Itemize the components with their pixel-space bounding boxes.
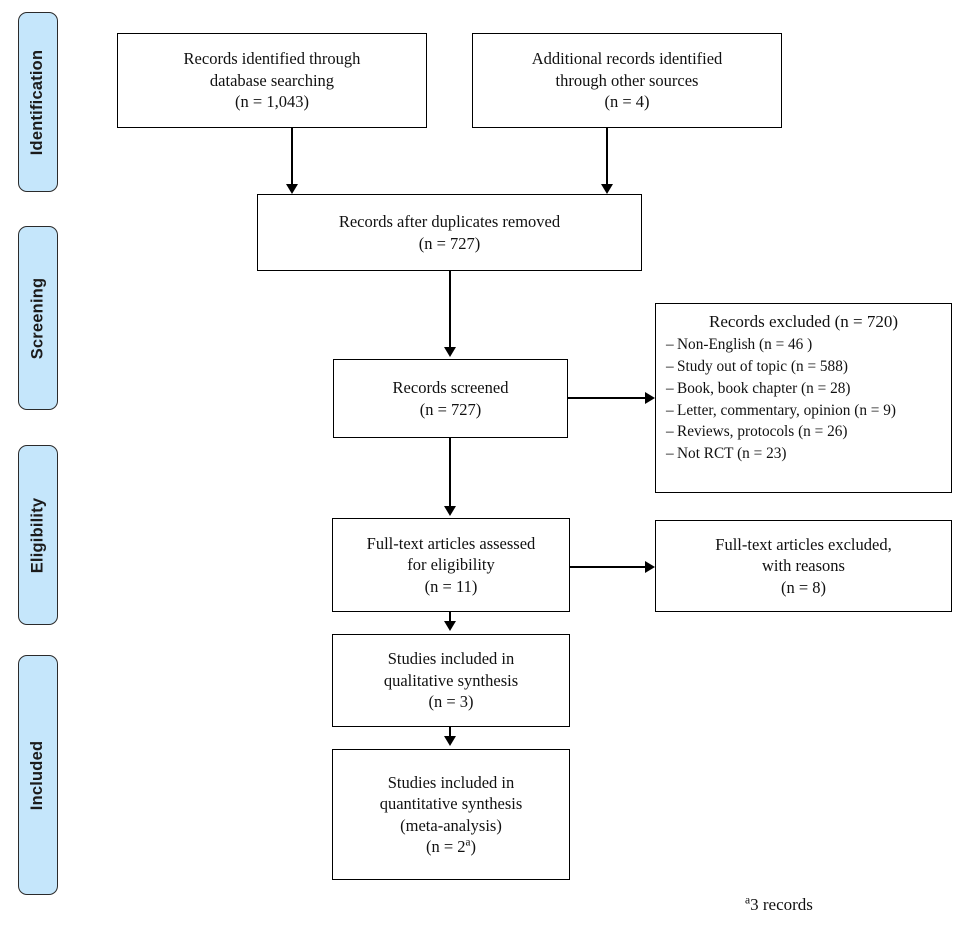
list-item: –Study out of topic (n = 588)	[666, 356, 941, 378]
arrowhead-database-to-duplicates	[286, 184, 298, 194]
connector-qualitative-to-quantitative	[449, 727, 451, 739]
list-item: –Book, book chapter (n = 28)	[666, 378, 941, 400]
reason-text: Not RCT (n = 23)	[677, 444, 787, 462]
box-quantitative-line1: Studies included in	[387, 772, 515, 792]
connector-database-to-duplicates	[291, 128, 293, 186]
box-other-sources-line1: Additional records identified	[531, 49, 723, 69]
box-records-excluded: Records excluded (n = 720) –Non-English …	[655, 303, 952, 493]
box-studies-qualitative-synthesis: Studies included in qualitative synthesi…	[332, 634, 570, 727]
box-fulltext-articles-excluded: Full-text articles excluded, with reason…	[655, 520, 952, 612]
dash-bullet-icon: –	[666, 444, 674, 462]
connector-duplicates-to-screened	[449, 271, 451, 349]
list-item: –Not RCT (n = 23)	[666, 443, 941, 465]
arrowhead-duplicates-to-screened	[444, 347, 456, 357]
connector-other-sources-to-duplicates	[606, 128, 608, 186]
box-records-identified-database: Records identified through database sear…	[117, 33, 427, 128]
reason-text: Study out of topic (n = 588)	[677, 358, 848, 376]
arrowhead-fulltext-to-qualitative	[444, 621, 456, 631]
stage-box-eligibility: Eligibility	[18, 445, 58, 625]
connector-screened-to-fulltext	[449, 438, 451, 508]
stage-label-identification: Identification	[28, 49, 47, 155]
stage-box-screening: Screening	[18, 226, 58, 410]
box-records-after-duplicates-removed: Records after duplicates removed (n = 72…	[257, 194, 642, 271]
count-prefix: (n = 2	[425, 836, 466, 856]
stage-box-identification: Identification	[18, 12, 58, 192]
box-other-sources-count: (n = 4)	[604, 92, 650, 112]
list-item: –Letter, commentary, opinion (n = 9)	[666, 400, 941, 422]
dash-bullet-icon: –	[666, 336, 674, 354]
box-fulltext-excluded-count: (n = 8)	[780, 577, 827, 597]
dash-bullet-icon: –	[666, 379, 674, 397]
records-excluded-reason-list: –Non-English (n = 46 ) –Study out of top…	[666, 334, 941, 464]
arrowhead-screened-to-excluded	[645, 392, 655, 404]
connector-screened-to-excluded	[568, 397, 648, 399]
box-other-sources-line2: through other sources	[555, 70, 699, 90]
dash-bullet-icon: –	[666, 358, 674, 376]
count-suffix: )	[470, 836, 477, 856]
box-qualitative-line1: Studies included in	[387, 649, 515, 669]
box-screened-count: (n = 727)	[419, 399, 482, 419]
stage-label-screening: Screening	[28, 277, 47, 359]
box-quantitative-line2: quantitative synthesis	[379, 794, 523, 814]
arrowhead-fulltext-to-excluded	[645, 561, 655, 573]
footnote: a3 records	[745, 893, 813, 915]
box-fulltext-excluded-line1: Full-text articles excluded,	[715, 534, 892, 554]
reason-text: Reviews, protocols (n = 26)	[677, 423, 848, 441]
box-additional-records-other-sources: Additional records identified through ot…	[472, 33, 782, 128]
box-fulltext-assessed-line2: for eligibility	[407, 555, 495, 575]
box-qualitative-count: (n = 3)	[428, 692, 474, 712]
box-quantitative-count: (n = 2a)	[380, 836, 523, 857]
dash-bullet-icon: –	[666, 423, 674, 441]
box-fulltext-excluded-line2: with reasons	[762, 556, 845, 576]
box-duplicates-line1: Records after duplicates removed	[338, 212, 561, 232]
records-excluded-title: Records excluded (n = 720)	[709, 312, 898, 331]
box-screened-line1: Records screened	[392, 378, 509, 398]
box-fulltext-assessed-line1: Full-text articles assessed	[366, 533, 536, 553]
footnote-marker: a	[465, 836, 471, 849]
stage-label-eligibility: Eligibility	[28, 497, 47, 573]
footnote-text: 3 records	[750, 895, 813, 914]
box-quantitative-line3: (meta-analysis)	[400, 815, 502, 835]
box-qualitative-line2: qualitative synthesis	[383, 670, 519, 690]
list-item: –Reviews, protocols (n = 26)	[666, 421, 941, 443]
reason-text: Letter, commentary, opinion (n = 9)	[677, 401, 896, 419]
footnote-marker-a: a	[745, 893, 751, 907]
connector-fulltext-to-qualitative	[449, 612, 451, 624]
stage-box-included: Included	[18, 655, 58, 895]
box-fulltext-assessed-count: (n = 11)	[424, 576, 478, 596]
stage-label-included: Included	[28, 740, 47, 810]
box-fulltext-articles-assessed: Full-text articles assessed for eligibil…	[332, 518, 570, 612]
box-database-search-count: (n = 1,043)	[235, 92, 309, 112]
box-studies-quantitative-synthesis: Studies included in quantitative synthes…	[332, 749, 570, 880]
arrowhead-qualitative-to-quantitative	[444, 736, 456, 746]
connector-fulltext-to-excluded	[570, 566, 648, 568]
dash-bullet-icon: –	[666, 401, 674, 419]
arrowhead-screened-to-fulltext	[444, 506, 456, 516]
arrowhead-other-sources-to-duplicates	[601, 184, 613, 194]
list-item: –Non-English (n = 46 )	[666, 334, 941, 356]
box-database-search-line1: Records identified through	[183, 49, 361, 69]
reason-text: Book, book chapter (n = 28)	[677, 379, 851, 397]
reason-text: Non-English (n = 46 )	[677, 336, 813, 354]
box-records-screened: Records screened (n = 727)	[333, 359, 568, 438]
box-database-search-line2: database searching	[209, 70, 335, 90]
box-duplicates-count: (n = 727)	[418, 233, 481, 253]
